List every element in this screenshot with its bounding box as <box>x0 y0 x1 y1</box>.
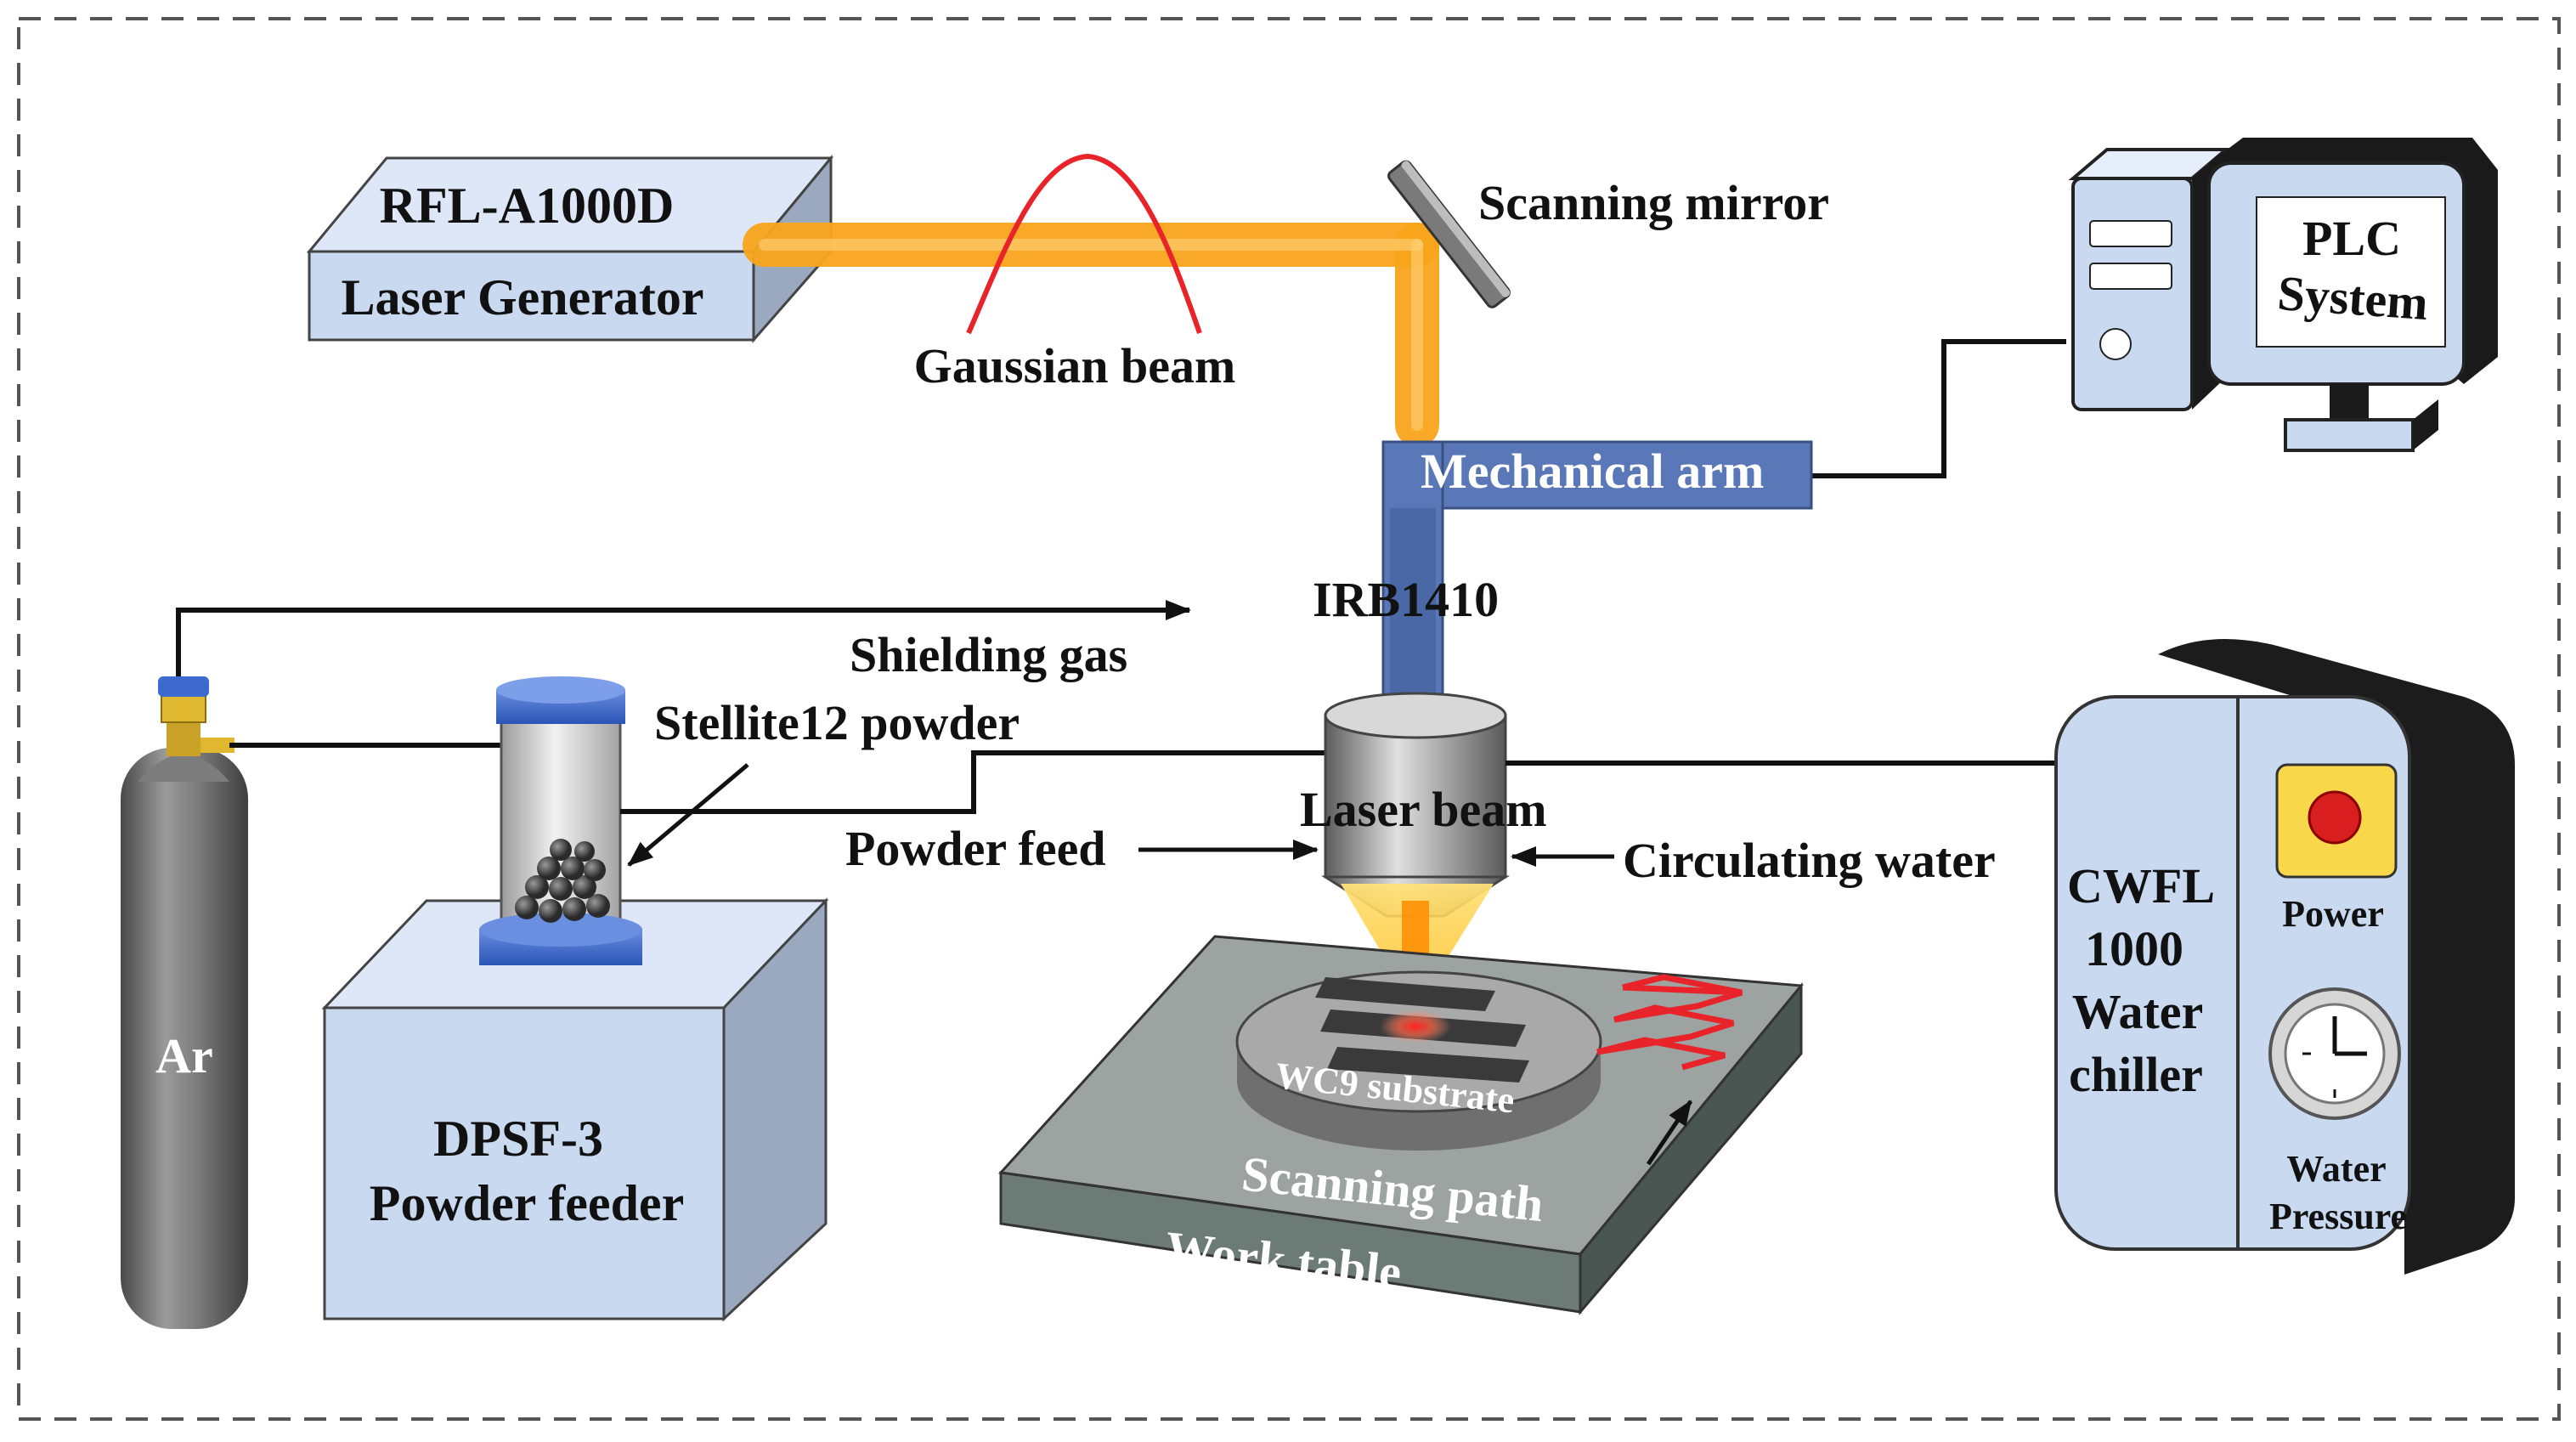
water-pressure-label-line1: Water <box>2286 1148 2386 1190</box>
power-label: Power <box>2282 893 2384 935</box>
powder-feed-line <box>620 750 1325 814</box>
argon-cylinder: Ar <box>121 676 248 1329</box>
stellite-powder-pointer <box>627 763 749 867</box>
scanning-mirror <box>1387 160 1511 308</box>
feeder-model-label: DPSF-3 <box>433 1111 603 1167</box>
circulating-water-label: Circulating water <box>1623 833 1996 888</box>
shielding-gas-line <box>176 600 1191 680</box>
mechanical-arm-label: Mechanical arm <box>1421 444 1764 499</box>
feeder-name-label: Powder feeder <box>370 1175 684 1231</box>
chiller-label-line3: Water <box>2072 984 2204 1039</box>
mechanical-arm: Mechanical arm <box>1381 440 1813 707</box>
gaussian-beam-curve <box>966 153 1202 335</box>
stellite-powder-particles <box>515 839 610 923</box>
powder-hopper <box>479 676 642 965</box>
chiller-label-line1: CWFL <box>2067 858 2215 913</box>
chiller-label-line2: 1000 <box>2085 921 2183 976</box>
powder-feeder: DPSF-3 Powder feeder <box>321 897 829 1322</box>
plc-computer: PLC System <box>2068 138 2498 452</box>
laser-generator: RFL-A1000D Laser Generator <box>306 154 834 343</box>
chiller-label-line4: chiller <box>2069 1047 2203 1102</box>
powder-feed-label: Powder feed <box>845 821 1106 876</box>
plc-label-line1: PLC <box>2302 211 2401 266</box>
gaussian-beam-label: Gaussian beam <box>914 338 1236 393</box>
argon-label: Ar <box>155 1028 213 1083</box>
dashed-frame <box>17 17 2561 1421</box>
stellite-powder-label: Stellite12 powder <box>654 695 1020 750</box>
scanning-path <box>1596 974 1743 1071</box>
plc-control-wire <box>1810 339 2066 478</box>
scanning-path-pointer <box>1646 1100 1693 1166</box>
water-chiller: Power Water Pressure CWFL 1000 Water chi… <box>2054 639 2515 1275</box>
water-pressure-label-line2: Pressure <box>2269 1196 2407 1237</box>
laser-beam-path <box>743 223 1439 447</box>
scanning-mirror-label: Scanning mirror <box>1478 175 1829 230</box>
plc-label-line2: System <box>2276 265 2430 331</box>
laser-beam-label: Laser beam <box>1300 782 1547 837</box>
shielding-gas-label: Shielding gas <box>850 627 1127 682</box>
wc9-substrate: WC9 substrate <box>1235 970 1602 1151</box>
work-table: Work table <box>997 935 1804 1316</box>
robot-model-label: IRB1410 <box>1313 572 1499 627</box>
laser-model-label: RFL-A1000D <box>380 178 675 234</box>
laser-generator-label: Laser Generator <box>341 269 703 325</box>
